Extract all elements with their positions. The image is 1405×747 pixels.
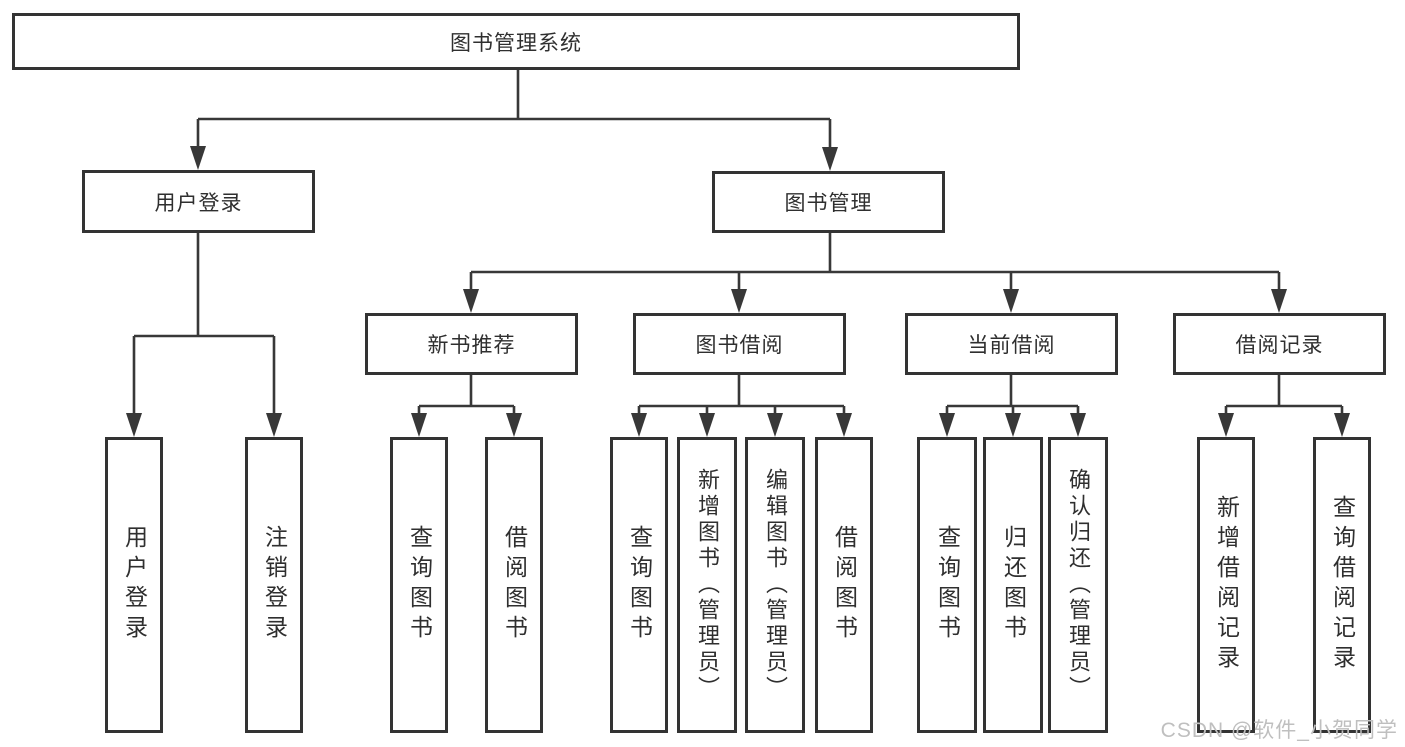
- leaf-query-borrow-record: 查询借阅记录: [1313, 437, 1371, 733]
- node-book-management-branch: 图书管理: [712, 171, 945, 233]
- leaf-confirm-return-admin: 确认归还（管理员）: [1048, 437, 1108, 733]
- node-label: 借阅记录: [1235, 334, 1324, 357]
- node-label: 图书管理: [784, 192, 873, 215]
- leaf-label: 查询图书: [626, 525, 653, 645]
- leaf-borrow-books: 借阅图书: [815, 437, 873, 733]
- node-book-borrowing: 图书借阅: [633, 313, 846, 375]
- leaf-query-books-borrowing: 查询图书: [610, 437, 668, 733]
- leaf-label: 注销登录: [261, 525, 288, 645]
- leaf-label: 查询图书: [934, 525, 961, 645]
- node-user-login-branch: 用户登录: [82, 170, 315, 233]
- node-new-book-recommend: 新书推荐: [365, 313, 578, 375]
- node-label: 当前借阅: [967, 334, 1056, 357]
- leaf-label: 借阅图书: [501, 525, 528, 645]
- leaf-edit-books-admin: 编辑图书（管理员）: [745, 437, 805, 733]
- leaf-label: 借阅图书: [831, 525, 858, 645]
- leaf-query-books-current: 查询图书: [917, 437, 977, 733]
- leaf-label: 归还图书: [1000, 525, 1027, 645]
- leaf-user-login: 用户登录: [105, 437, 163, 733]
- node-label: 新书推荐: [427, 334, 516, 357]
- node-label: 图书管理系统: [450, 31, 582, 55]
- leaf-label: 新增借阅记录: [1213, 495, 1240, 675]
- node-label: 用户登录: [154, 191, 243, 215]
- leaf-label: 查询图书: [406, 525, 433, 645]
- leaf-label: 编辑图书（管理员）: [763, 468, 788, 702]
- leaf-label: 确认归还（管理员）: [1066, 468, 1091, 702]
- node-current-borrowing: 当前借阅: [905, 313, 1118, 375]
- leaf-label: 查询借阅记录: [1329, 495, 1356, 675]
- leaf-borrow-books-recommend: 借阅图书: [485, 437, 543, 733]
- leaf-query-books-recommend: 查询图书: [390, 437, 448, 733]
- leaf-add-borrow-record: 新增借阅记录: [1197, 437, 1255, 733]
- leaf-return-books: 归还图书: [983, 437, 1043, 733]
- node-borrowing-records: 借阅记录: [1173, 313, 1386, 375]
- leaf-logout: 注销登录: [245, 437, 303, 733]
- leaf-add-books-admin: 新增图书（管理员）: [677, 437, 737, 733]
- node-library-system: 图书管理系统: [12, 13, 1020, 70]
- leaf-label: 新增图书（管理员）: [695, 468, 720, 702]
- csdn-watermark: CSDN @软件_小贺同学: [1160, 719, 1398, 742]
- node-label: 图书借阅: [695, 334, 784, 357]
- leaf-label: 用户登录: [121, 525, 148, 645]
- arrowheads: [126, 146, 1350, 437]
